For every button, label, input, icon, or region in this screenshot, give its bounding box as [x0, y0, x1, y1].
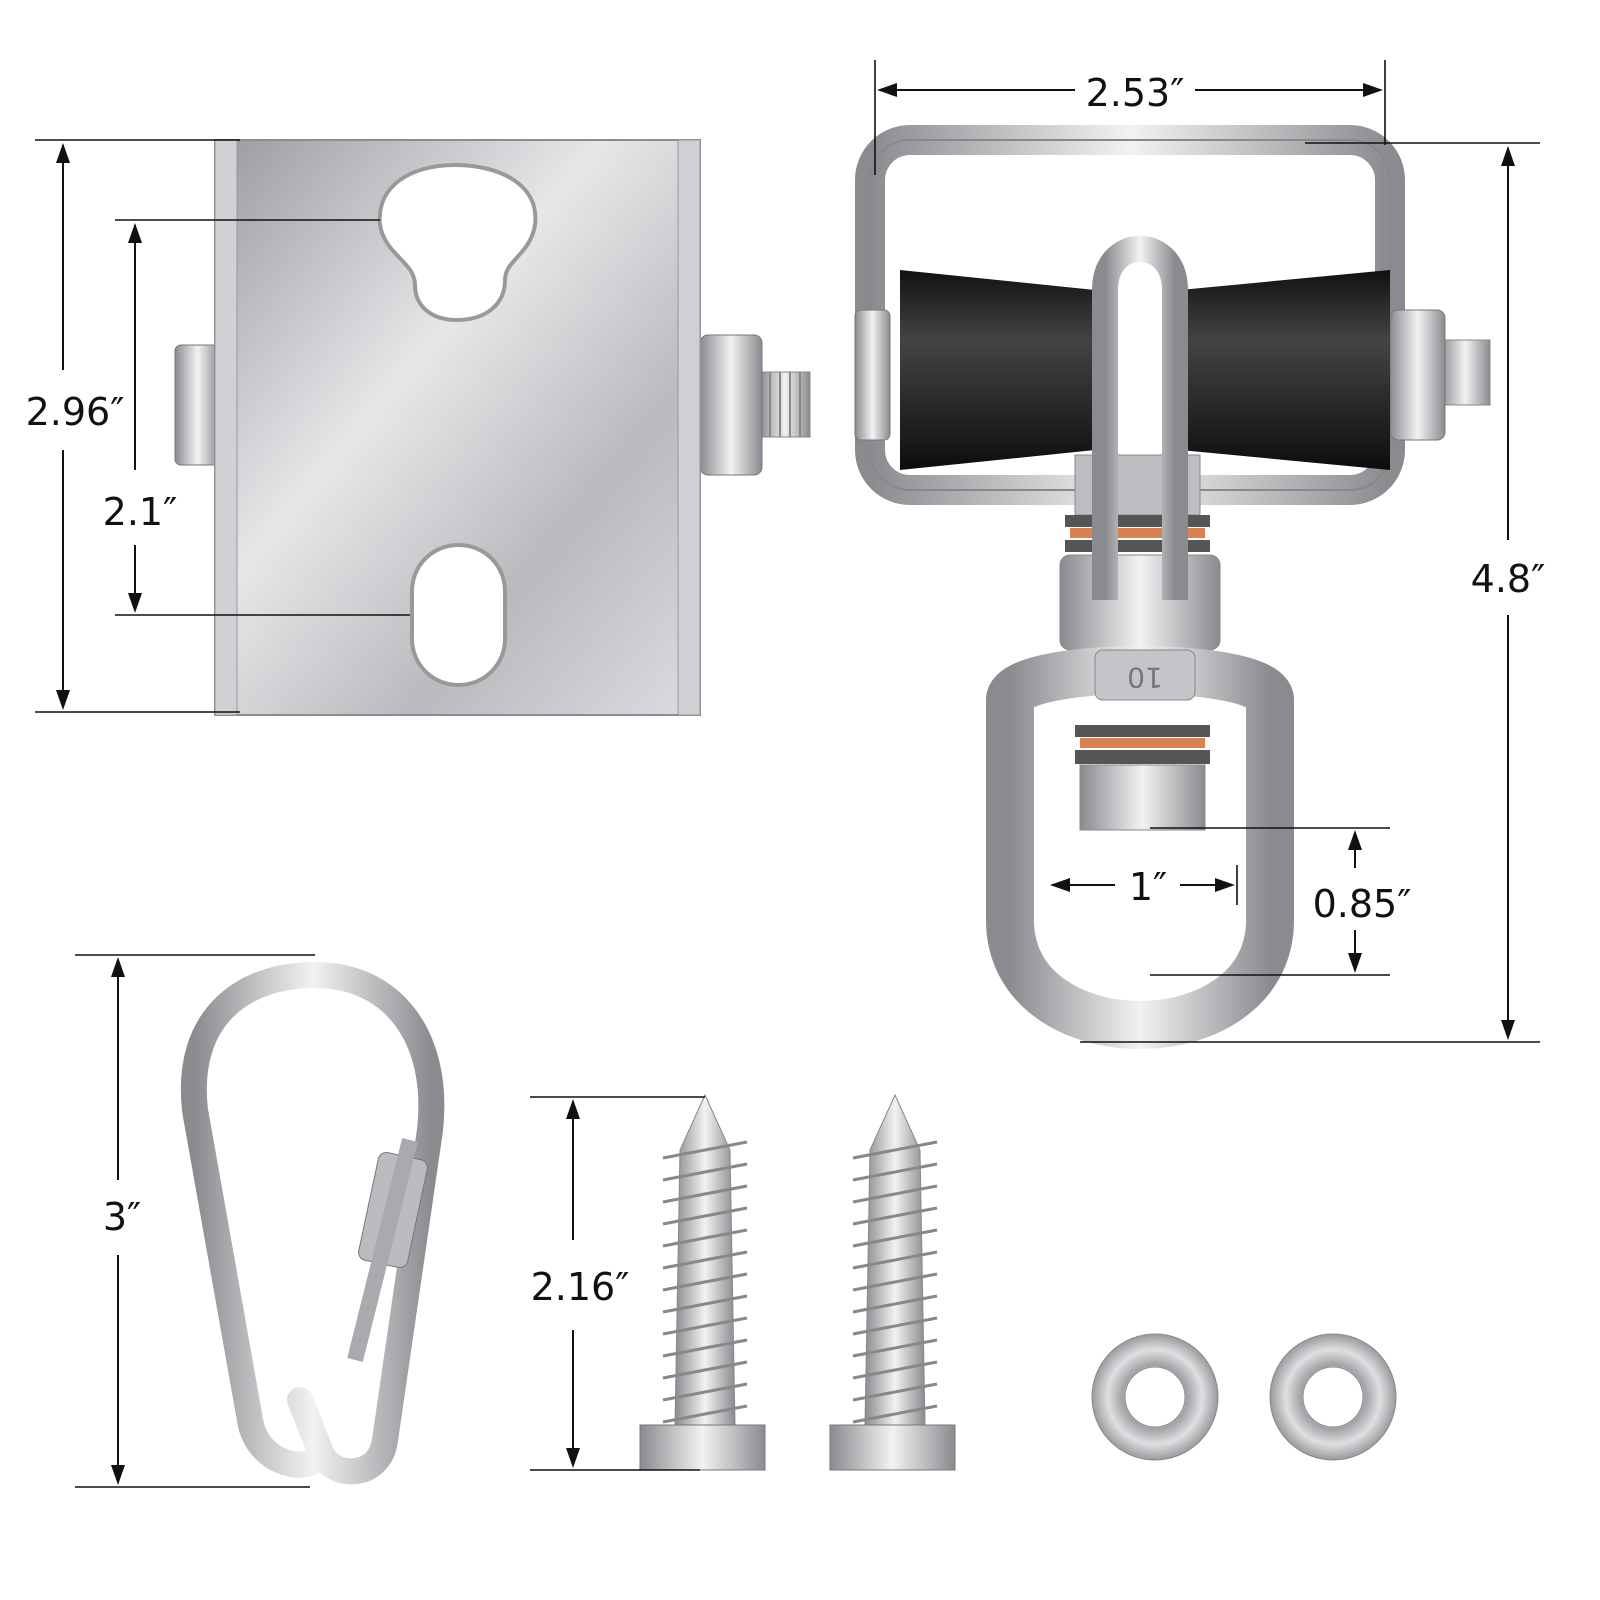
- screw-thread: [852, 1404, 938, 1424]
- screw-thread: [852, 1360, 938, 1380]
- screw-thread: [662, 1294, 748, 1314]
- screw-thread: [852, 1250, 938, 1270]
- screw-thread: [662, 1404, 748, 1424]
- screw-thread: [662, 1184, 748, 1204]
- label-swivel-height: 4.8″: [1471, 557, 1546, 601]
- screw-thread: [852, 1162, 938, 1182]
- label-screw-length: 2.16″: [531, 1265, 630, 1309]
- wall-bracket: [174, 139, 811, 716]
- screw-thread: [852, 1272, 938, 1292]
- screw-thread: [852, 1316, 938, 1336]
- screw-thread: [662, 1206, 748, 1226]
- label-ring-width: 1″: [1129, 865, 1167, 909]
- screw-thread: [662, 1382, 748, 1402]
- lag-screw: [639, 1093, 766, 1471]
- screw-thread: [662, 1360, 748, 1380]
- screw-thread: [662, 1228, 748, 1248]
- screw-thread: [852, 1140, 938, 1160]
- dimension-lines: [35, 60, 1540, 1488]
- label-ring-depth: 0.85″: [1313, 882, 1412, 926]
- screw-thread: [852, 1206, 938, 1226]
- stamp-text: 10: [1127, 661, 1163, 694]
- screw-thread: [852, 1228, 938, 1248]
- swivel-hanger: 10: [854, 125, 1491, 1049]
- screw-thread: [852, 1294, 938, 1314]
- screw-thread: [662, 1338, 748, 1358]
- screw-thread: [852, 1382, 938, 1402]
- carabiner: [180, 962, 445, 1485]
- screw-thread: [662, 1140, 748, 1160]
- screw-thread: [852, 1338, 938, 1358]
- label-carabiner-length: 3″: [103, 1195, 141, 1239]
- label-swivel-width: 2.53″: [1086, 71, 1185, 115]
- screw-thread: [662, 1316, 748, 1336]
- screw-thread: [662, 1272, 748, 1292]
- screw-thread: [662, 1250, 748, 1270]
- screw-thread: [852, 1184, 938, 1204]
- label-slot-spacing: 2.1″: [103, 490, 178, 534]
- label-bracket-height: 2.96″: [26, 390, 125, 434]
- screw-thread: [662, 1162, 748, 1182]
